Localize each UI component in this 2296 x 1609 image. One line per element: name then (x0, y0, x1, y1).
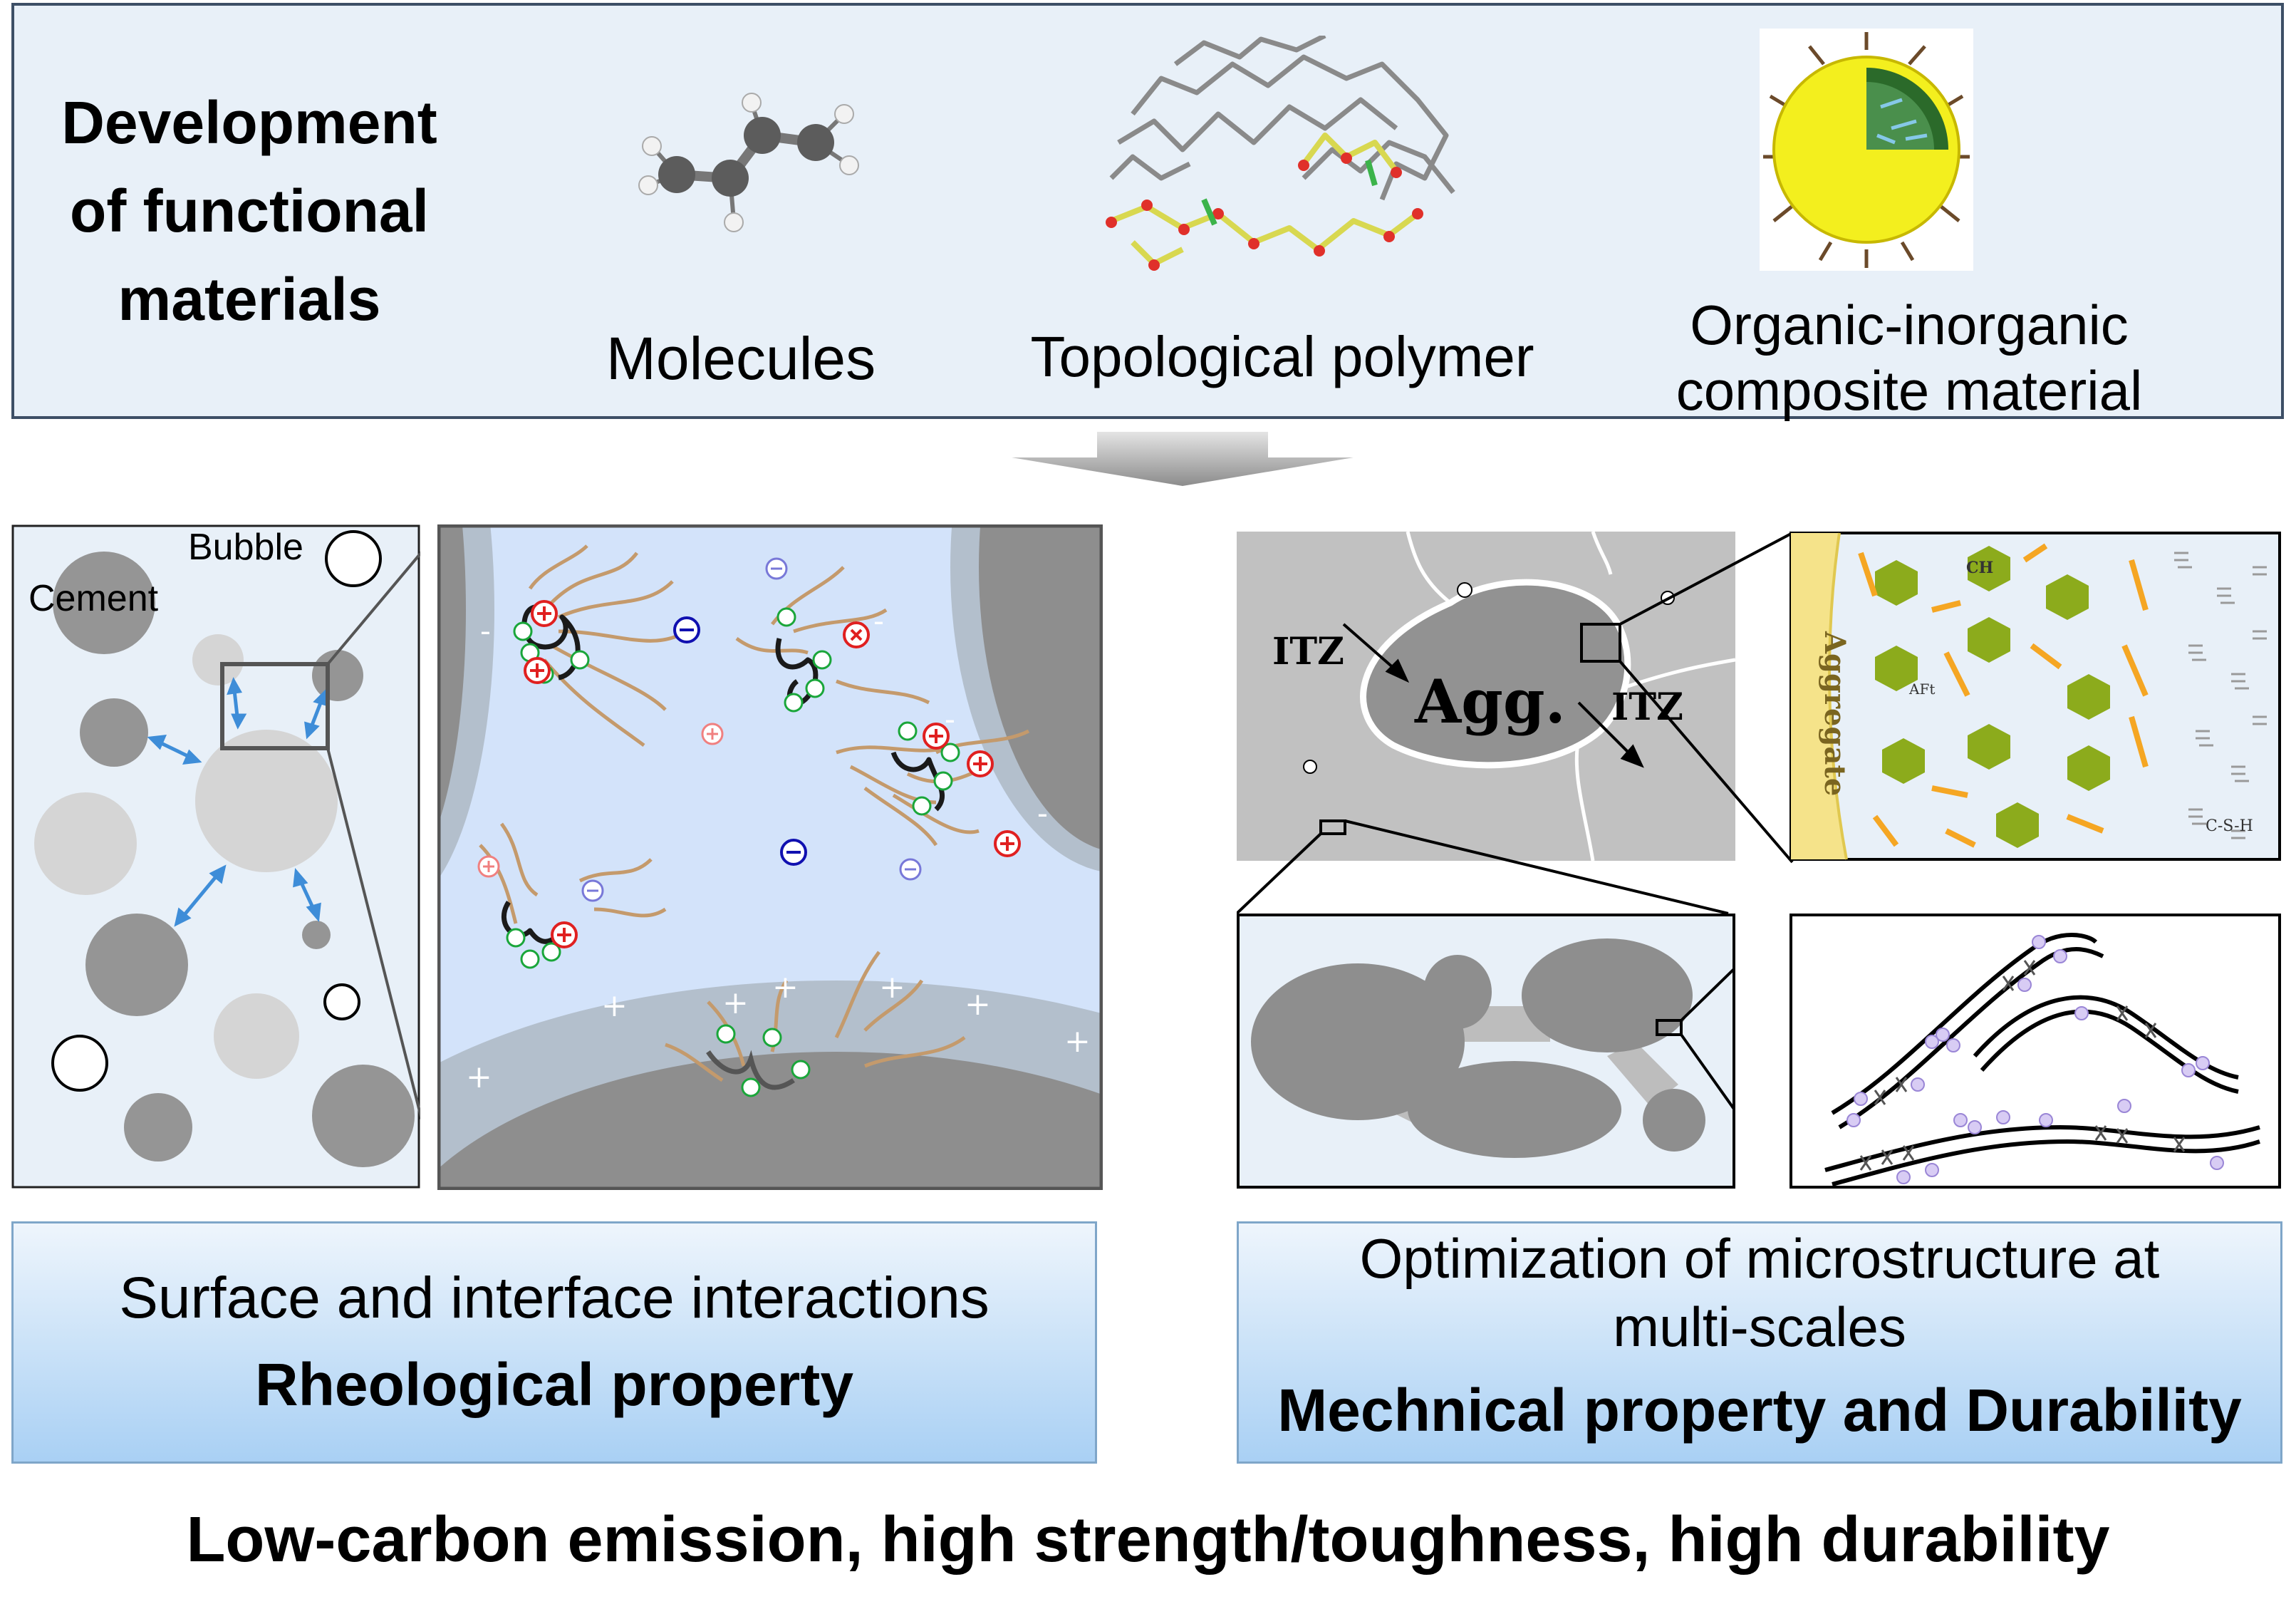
aggregate-label: Aggregate (1818, 631, 1851, 796)
microstructure-caption-line-1: Optimization of microstructure at (1359, 1227, 2160, 1290)
mesoscale-structure (1237, 914, 1735, 1189)
surface-charge-plus-2: + (722, 985, 749, 1021)
summary-footer: Low-carbon emission, high strength/tough… (186, 1504, 2110, 1576)
heading-line-2: of functional (70, 177, 429, 244)
composite-label-line-2: composite material (1676, 359, 2143, 422)
aggregate-agg-label: Agg. (1414, 666, 1566, 737)
cement-label: Cement (28, 578, 159, 619)
surface-charge-plus-5: + (965, 986, 991, 1023)
microstructure-caption-line-3: Mechnical property and Durability (1277, 1377, 2242, 1444)
molecule-illustration (638, 93, 859, 232)
rheology-caption-line-2: Rheological property (254, 1351, 854, 1418)
itz-aggregate-diagram: ITZ ITZ Agg. (1237, 532, 1735, 861)
csh-label: C-S-H (2206, 817, 2253, 835)
ch-label: CH (1966, 559, 1993, 577)
microstructure-caption-line-2: multi-scales (1613, 1295, 1906, 1358)
aft-label: AFt (1908, 681, 1935, 698)
zoom-connector-lines (1237, 532, 1794, 915)
surface-charge-plus-6: + (1064, 1023, 1091, 1060)
surface-charge-minus-1: - (480, 613, 491, 649)
heading-line-3: materials (118, 266, 381, 333)
surface-charge-plus-3: + (772, 969, 799, 1005)
bubble-label: Bubble (188, 527, 303, 568)
itz-microstructure-zoom: Aggregate CH AFt C-S-H (1789, 532, 2281, 861)
surface-charge-plus-7: + (466, 1059, 492, 1095)
particle-interface-zoom: - - - - + + + + + + + (437, 524, 1103, 1190)
composite-sphere-illustration (1760, 29, 1973, 271)
composite-label-line-1: Organic-inorganic (1690, 294, 2129, 356)
surface-charge-minus-4: - (1037, 795, 1048, 832)
topological-polymer-illustration (1106, 36, 1455, 271)
topological-polymer-label: Topological polymer (1030, 325, 1534, 388)
surface-charge-minus-3: - (945, 701, 955, 738)
composite-label: Organic-inorganic composite material (1624, 292, 2194, 423)
heading-line-1: Development (61, 89, 437, 156)
surface-charge-plus-1: + (601, 988, 628, 1024)
cement-paste-diagram (11, 524, 420, 1189)
surface-charge-plus-4: + (879, 969, 905, 1005)
rheology-caption-box: Surface and interface interactions Rheol… (11, 1221, 1097, 1464)
molecules-label: Molecules (606, 325, 876, 392)
nanoscale-fiber-structure (1789, 914, 2281, 1189)
heading-block: Development of functional materials (28, 78, 470, 343)
rheology-caption-line-1: Surface and interface interactions (119, 1266, 989, 1330)
down-arrow-icon (1012, 432, 1354, 486)
surface-charge-minus-2: - (873, 603, 884, 639)
itz-label-left: ITZ (1272, 630, 1344, 673)
microstructure-caption-box: Optimization of microstructure at multi-… (1237, 1221, 2282, 1464)
